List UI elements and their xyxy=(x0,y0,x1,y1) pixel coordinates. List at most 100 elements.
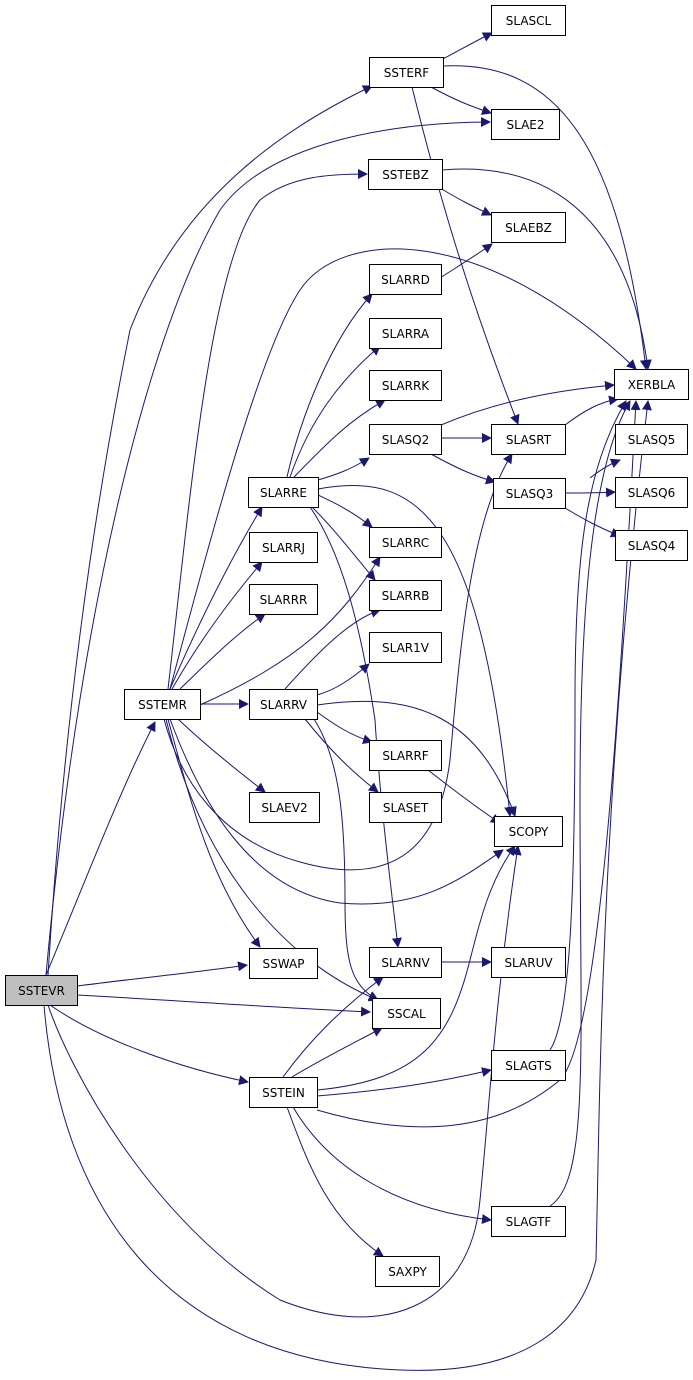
node-slarrc[interactable]: SLARRC xyxy=(369,527,442,558)
call-edge xyxy=(293,399,386,478)
node-sswap[interactable]: SSWAP xyxy=(249,948,318,979)
node-box xyxy=(494,816,563,847)
call-edge xyxy=(311,506,376,581)
node-slagtf[interactable]: SLAGTF xyxy=(491,1206,566,1237)
node-slarrk[interactable]: SLARRK xyxy=(369,370,442,401)
call-edge xyxy=(441,168,652,370)
node-sstemr[interactable]: SSTEMR xyxy=(124,689,201,720)
call-edge xyxy=(427,769,501,824)
node-label: SSTERF xyxy=(384,66,429,80)
call-edge xyxy=(439,187,492,216)
call-edge xyxy=(291,1027,383,1078)
node-saxpy[interactable]: SAXPY xyxy=(375,1256,440,1287)
node-box xyxy=(491,109,560,140)
call-edge xyxy=(430,86,492,115)
call-edge xyxy=(165,718,379,1002)
node-label: SLASQ4 xyxy=(628,539,675,553)
node-label: SLARRK xyxy=(382,379,430,393)
node-box xyxy=(491,424,566,455)
node-label: SLARRD xyxy=(381,273,430,287)
node-box xyxy=(369,318,442,349)
node-slar1v[interactable]: SLAR1V xyxy=(369,632,442,663)
call-edge xyxy=(292,1106,492,1224)
node-label: SLARRV xyxy=(260,698,308,712)
node-slae2[interactable]: SLAE2 xyxy=(491,109,560,140)
node-label: SLARRC xyxy=(382,536,429,550)
node-sstein[interactable]: SSTEIN xyxy=(249,1077,318,1108)
node-slarra[interactable]: SLARRA xyxy=(369,318,442,349)
node-slasq2[interactable]: SLASQ2 xyxy=(369,424,442,455)
node-slasq4[interactable]: SLASQ4 xyxy=(615,530,688,561)
node-box xyxy=(369,370,442,401)
node-box xyxy=(369,740,442,771)
node-box xyxy=(615,477,688,508)
node-box xyxy=(372,998,441,1029)
node-slaev2[interactable]: SLAEV2 xyxy=(249,792,320,823)
node-box xyxy=(615,530,688,561)
node-label: SLARRE xyxy=(260,486,307,500)
node-slarrv[interactable]: SLARRV xyxy=(249,689,318,720)
node-label: SLAR1V xyxy=(382,641,430,655)
node-sscal[interactable]: SSCAL xyxy=(372,998,441,1029)
call-edge xyxy=(440,32,493,61)
call-edge xyxy=(47,845,522,1318)
call-edge xyxy=(43,400,652,1371)
node-slagts[interactable]: SLAGTS xyxy=(491,1050,566,1081)
call-edge xyxy=(316,711,373,745)
node-box xyxy=(493,478,566,509)
node-label: SSTEVR xyxy=(18,984,65,998)
node-slarrr[interactable]: SLARRR xyxy=(249,584,318,615)
node-label: SLASET xyxy=(383,801,429,815)
node-box xyxy=(369,424,442,455)
call-edge xyxy=(440,380,615,426)
call-edge xyxy=(430,453,496,485)
node-box xyxy=(369,947,442,978)
call-edge xyxy=(549,400,631,1207)
node-slaset[interactable]: SLASET xyxy=(369,792,442,823)
node-label: SLAEBZ xyxy=(505,221,552,235)
call-edge xyxy=(289,345,381,478)
node-slascl[interactable]: SLASCL xyxy=(491,5,566,36)
call-edge xyxy=(286,1106,384,1257)
node-slaebz[interactable]: SLAEBZ xyxy=(491,212,566,243)
node-slarre[interactable]: SLARRE xyxy=(248,477,319,508)
node-slasq5[interactable]: SLASQ5 xyxy=(615,424,688,455)
node-slarrb[interactable]: SLARRB xyxy=(369,580,442,611)
call-edge xyxy=(316,400,641,1128)
node-slarrf[interactable]: SLARRF xyxy=(369,740,442,771)
node-scopy[interactable]: SCOPY xyxy=(494,816,563,847)
call-edge xyxy=(179,613,266,690)
node-slarnv[interactable]: SLARNV xyxy=(369,947,442,978)
call-edge xyxy=(199,556,381,706)
node-box xyxy=(249,948,318,979)
node-slasrt[interactable]: SLASRT xyxy=(491,424,566,455)
node-label: SLARRA xyxy=(382,327,430,341)
node-box xyxy=(491,5,566,36)
node-sstebz[interactable]: SSTEBZ xyxy=(368,159,443,190)
node-ssterf[interactable]: SSTERF xyxy=(369,57,444,88)
node-slaruv[interactable]: SLARUV xyxy=(491,947,566,978)
node-box xyxy=(249,689,318,720)
node-slasq3[interactable]: SLASQ3 xyxy=(493,478,566,509)
call-edge xyxy=(304,718,379,793)
node-box xyxy=(249,1077,318,1108)
node-slarrj[interactable]: SLARRJ xyxy=(249,532,318,563)
node-slarrd[interactable]: SLARRD xyxy=(369,264,442,295)
node-xerbla[interactable]: XERBLA xyxy=(614,369,689,400)
node-label: SSCAL xyxy=(387,1007,426,1021)
call-edge xyxy=(284,608,381,690)
call-edge xyxy=(564,395,619,426)
call-edge xyxy=(45,721,156,976)
node-box xyxy=(248,477,319,508)
call-edge xyxy=(45,117,491,976)
call-edge xyxy=(47,85,373,976)
node-box xyxy=(491,1050,566,1081)
node-label: SLASQ2 xyxy=(382,433,429,447)
node-slasq6[interactable]: SLASQ6 xyxy=(615,477,688,508)
node-box xyxy=(124,689,201,720)
node-label: SSTEMR xyxy=(138,698,187,712)
node-sstevr[interactable]: SSTEVR xyxy=(5,975,78,1006)
node-label: SLARRR xyxy=(260,593,308,607)
node-label: SLARRJ xyxy=(262,541,305,555)
